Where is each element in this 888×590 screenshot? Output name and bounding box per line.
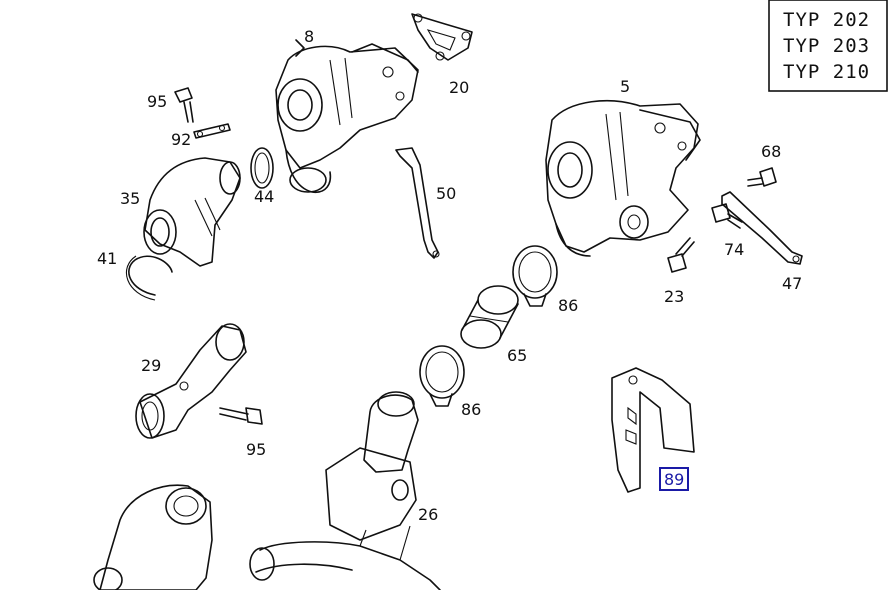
part-95-bolt-lower[interactable]	[219, 407, 263, 425]
part-50-bracket[interactable]	[395, 147, 440, 259]
part-44-o-ring[interactable]	[250, 147, 274, 189]
part-29-pipe[interactable]	[135, 323, 247, 439]
part-26-charge-air-pipe[interactable]	[249, 391, 441, 590]
label-68: 68	[761, 142, 781, 161]
label-41: 41	[97, 249, 117, 268]
label-92: 92	[171, 130, 191, 149]
label-65: 65	[507, 346, 527, 365]
part-23-bolt[interactable]	[667, 237, 695, 273]
type-line-2: TYP 203	[783, 35, 870, 57]
label-50: 50	[436, 184, 456, 203]
part-lower-left-housing[interactable]	[93, 484, 213, 590]
type-box: TYP 202 TYP 203 TYP 210	[768, 0, 888, 92]
type-line-1: TYP 202	[783, 9, 870, 31]
label-74: 74	[724, 240, 744, 259]
part-41-clip[interactable]	[125, 255, 173, 301]
label-95-upper: 95	[147, 92, 167, 111]
label-8: 8	[304, 27, 314, 46]
label-89: 89	[664, 470, 684, 489]
label-23: 23	[664, 287, 684, 306]
label-89-highlighted[interactable]: 89	[659, 467, 689, 491]
label-26: 26	[418, 505, 438, 524]
label-86-lower: 86	[461, 400, 481, 419]
part-35-intake-elbow[interactable]	[143, 157, 241, 267]
label-44: 44	[254, 187, 274, 206]
part-20-gasket[interactable]	[411, 13, 473, 61]
part-95-bolt-upper[interactable]	[174, 87, 194, 123]
label-95-lower: 95	[246, 440, 266, 459]
label-20: 20	[449, 78, 469, 97]
part-8-turbocharger[interactable]	[275, 39, 419, 194]
part-68-bolt[interactable]	[747, 167, 777, 187]
label-35: 35	[120, 189, 140, 208]
part-86-clamp-upper[interactable]	[512, 245, 558, 307]
part-5-turbocharger[interactable]	[545, 100, 701, 257]
part-89-bracket[interactable]	[611, 367, 695, 493]
part-86-clamp-lower[interactable]	[419, 345, 465, 407]
part-65-sleeve[interactable]	[460, 285, 519, 349]
label-5: 5	[620, 77, 630, 96]
part-92-gasket[interactable]	[193, 123, 231, 139]
label-29: 29	[141, 356, 161, 375]
label-47: 47	[782, 274, 802, 293]
part-labels: 5 8 20 23 26 29 35 41 44 47 50 65 68 74 …	[97, 27, 802, 524]
part-74-bolt[interactable]	[711, 203, 743, 229]
type-line-3: TYP 210	[783, 61, 870, 83]
part-47-strut[interactable]	[721, 191, 803, 265]
label-86-upper: 86	[558, 296, 578, 315]
